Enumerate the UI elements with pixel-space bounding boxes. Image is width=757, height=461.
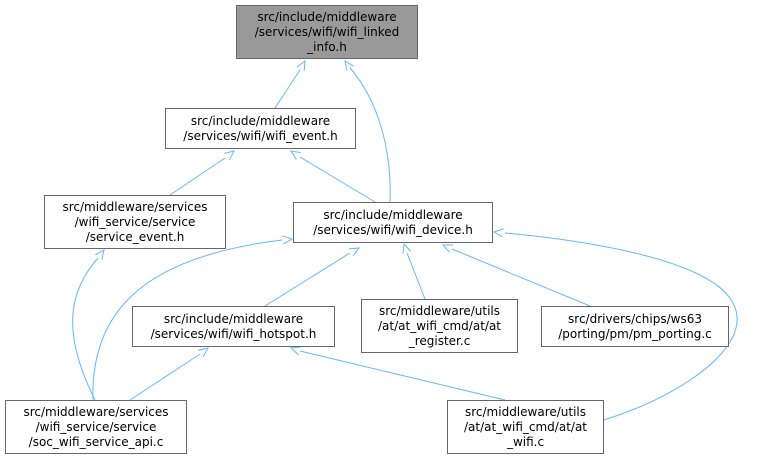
edge-soc-api-to-service-event-arrowhead: [95, 249, 105, 260]
node-line: src/middleware/services: [62, 199, 208, 214]
node-service-event-h[interactable]: src/middleware/services /wifi_service/se…: [44, 195, 226, 249]
edge-service-event-to-wifi-event: [169, 157, 226, 196]
edge-soc-api-to-wifi-hotspot-arrowhead: [198, 347, 209, 357]
node-wifi-linked-info-h[interactable]: src/include/middleware /services/wifi/wi…: [236, 5, 418, 59]
edge-wifi-hotspot-to-wifi-device-arrowhead: [348, 247, 361, 257]
node-line: /at/at_wifi_cmd/at/at: [377, 318, 502, 333]
node-line: src/middleware/utils: [378, 303, 501, 318]
node-line: /wifi_service/service: [35, 419, 157, 434]
edge-wifi-device-to-linked-info-arrowhead: [344, 59, 354, 71]
edge-at-register-to-wifi-device-arrowhead: [402, 242, 412, 255]
node-wifi-hotspot-h[interactable]: src/include/middleware /services/wifi/wi…: [132, 306, 335, 347]
edge-wifi-device-to-wifi-event: [299, 156, 376, 203]
node-line: src/middleware/utils: [464, 404, 587, 419]
node-pm-porting-c[interactable]: src/drivers/chips/ws63 /porting/pm/pm_po…: [541, 306, 729, 347]
node-line: src/drivers/chips/ws63: [568, 311, 702, 326]
edge-soc-api-to-service-event: [72, 257, 99, 401]
edge-at-wifi-to-wifi-device: [504, 232, 738, 421]
edge-wifi-device-to-linked-info: [349, 67, 391, 203]
edge-wifi-event-to-linked-info: [274, 69, 301, 109]
node-line: /soc_wifi_service_api.c: [28, 434, 164, 449]
edge-service-event-to-wifi-event-arrowhead: [224, 150, 235, 161]
edge-at-register-to-wifi-device: [406, 252, 426, 300]
edge-wifi-device-to-wifi-event-arrowhead: [289, 150, 301, 160]
node-wifi-event-h[interactable]: src/include/middleware /services/wifi/wi…: [165, 108, 356, 149]
node-line: src/include/middleware: [323, 207, 463, 222]
edge-at-wifi-to-wifi-device-arrowhead: [492, 228, 504, 238]
node-line: /porting/pm/pm_porting.c: [558, 326, 712, 341]
node-line: /services/wifi/wifi_event.h: [183, 128, 338, 143]
edge-soc-api-to-wifi-hotspot: [129, 353, 201, 401]
node-line: src/include/middleware: [190, 113, 331, 128]
edge-pm-porting-to-wifi-device: [451, 248, 591, 307]
node-line: src/middleware/services: [23, 404, 169, 419]
edge-at-wifi-to-wifi-hotspot: [299, 350, 506, 401]
node-line: _register.c: [408, 333, 471, 348]
node-at-register-c[interactable]: src/middleware/utils /at/at_wifi_cmd/at/…: [361, 299, 518, 353]
node-line: /services/wifi/wifi_device.h: [313, 222, 473, 237]
edge-soc-api-to-wifi-device-arrowhead: [282, 235, 294, 245]
node-line: /wifi_service/service: [74, 214, 196, 229]
edge-at-wifi-to-wifi-hotspot-arrowhead: [289, 346, 302, 356]
node-line: _wifi.c: [506, 434, 545, 449]
node-line: /service_event.h: [85, 229, 185, 244]
edge-wifi-event-to-linked-info-arrowhead: [296, 59, 306, 72]
node-line: _info.h: [307, 39, 347, 54]
edge-wifi-hotspot-to-wifi-device: [264, 252, 351, 307]
node-line: /services/wifi/wifi_linked: [254, 24, 400, 39]
node-line: /services/wifi/wifi_hotspot.h: [150, 326, 317, 341]
edge-pm-porting-to-wifi-device-arrowhead: [441, 244, 454, 253]
node-at-wifi-c[interactable]: src/middleware/utils /at/at_wifi_cmd/at/…: [447, 400, 604, 454]
node-line: /at/at_wifi_cmd/at/at: [463, 419, 588, 434]
node-wifi-device-h[interactable]: src/include/middleware /services/wifi/wi…: [293, 202, 493, 243]
node-soc-wifi-service-api-c[interactable]: src/middleware/services /wifi_service/se…: [5, 400, 187, 454]
node-line: src/include/middleware: [257, 9, 397, 24]
node-line: src/include/middleware: [163, 311, 304, 326]
edge-soc-api-to-wifi-device: [92, 239, 283, 401]
